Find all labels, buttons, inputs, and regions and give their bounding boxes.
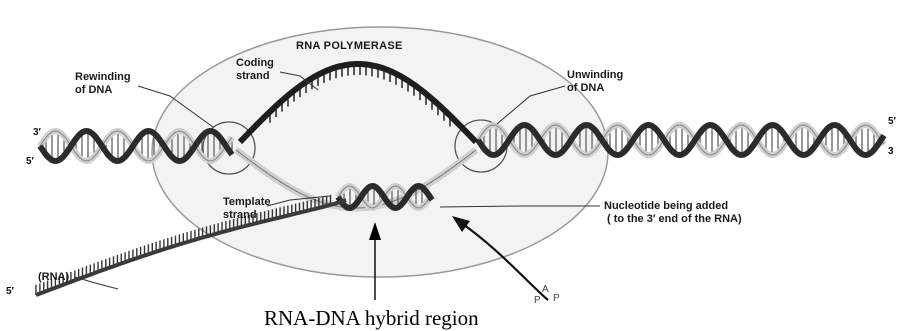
right-three-label: 3 bbox=[888, 146, 894, 157]
rna-label: (RNA) bbox=[38, 271, 69, 283]
rna-polymerase-label: RNA POLYMERASE bbox=[296, 40, 403, 52]
left-five-prime-label: 5′ bbox=[26, 156, 35, 167]
left-three-prime-label: 3′ bbox=[33, 127, 42, 138]
nucleotide-label: Nucleotide being added ( to the 3′ end o… bbox=[604, 200, 742, 225]
rna-five-prime-label: 5′ bbox=[6, 286, 15, 297]
rewinding-label: Rewinding of DNA bbox=[75, 71, 134, 96]
unwinding-label: Unwinding of DNA bbox=[567, 69, 626, 94]
svg-text:P: P bbox=[553, 293, 560, 304]
right-five-prime-label: 5′ bbox=[888, 116, 897, 127]
svg-text:A: A bbox=[542, 284, 549, 295]
svg-text:P: P bbox=[534, 295, 541, 306]
hybrid-region-caption: RNA-DNA hybrid region bbox=[264, 306, 479, 330]
